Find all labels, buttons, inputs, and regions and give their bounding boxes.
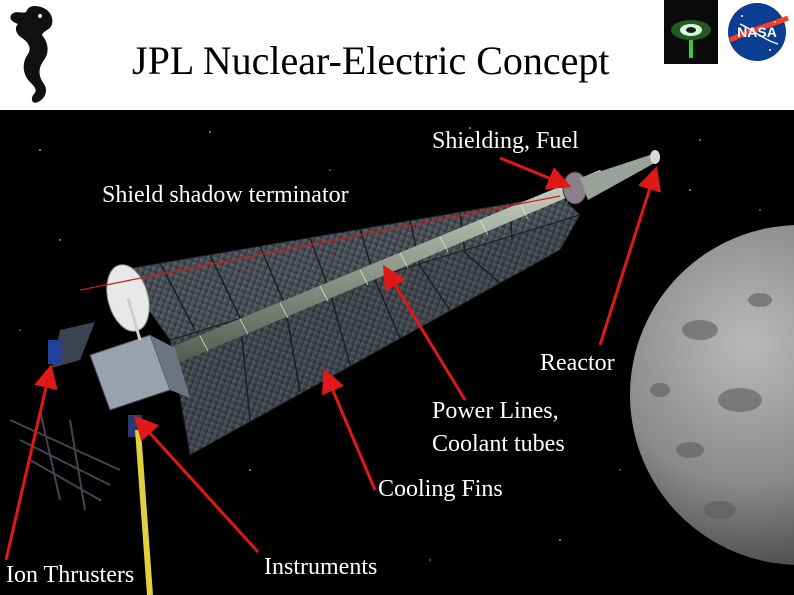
slide-header: JPL Nuclear-Electric Concept NASA [0, 0, 794, 110]
label-reactor: Reactor [540, 350, 615, 376]
label-coolant-tubes: Coolant tubes [432, 431, 565, 457]
moon [630, 225, 794, 565]
ion-thruster-left [48, 340, 62, 364]
label-power-lines: Power Lines, [432, 398, 559, 424]
label-ion-thrusters: Ion Thrusters [6, 562, 135, 588]
label-instruments: Instruments [264, 554, 378, 580]
label-shielding-fuel: Shielding, Fuel [432, 128, 579, 154]
green-glow-logo-icon [664, 0, 718, 64]
page-title: JPL Nuclear-Electric Concept [132, 38, 610, 83]
nasa-meatball-logo-icon: NASA [720, 0, 794, 64]
label-cooling-fins: Cooling Fins [378, 476, 503, 502]
nasa-logo-text: NASA [737, 24, 777, 40]
seahorse-logo-icon [10, 6, 53, 103]
label-shield-shadow-terminator: Shield shadow terminator [102, 182, 349, 208]
